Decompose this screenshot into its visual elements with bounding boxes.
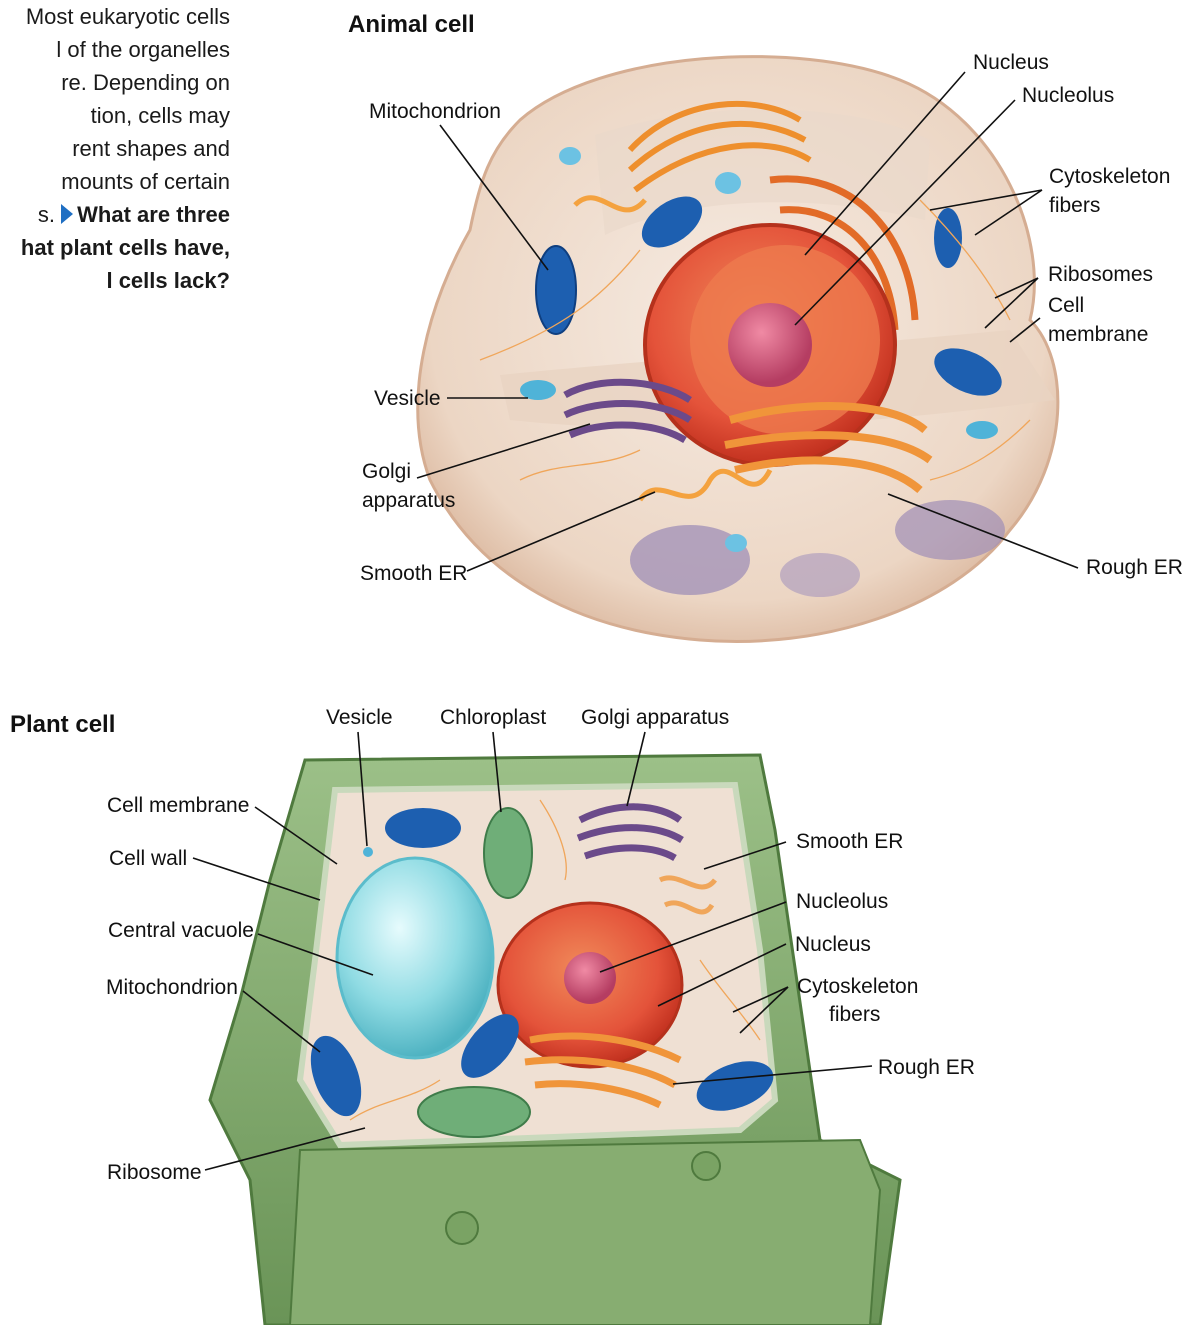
- plant-nucleolus: [564, 952, 616, 1004]
- animal-label-rough-er: Rough ER: [1086, 553, 1183, 582]
- plant-plasmodesma: [692, 1152, 720, 1180]
- animal-mitochondrion: [934, 208, 962, 268]
- plant-label-chloroplast: Chloroplast: [440, 703, 546, 732]
- animal-label-golgi-apparatus: apparatus: [362, 486, 455, 515]
- plant-vesicle: [385, 808, 461, 848]
- animal-lysosome: [895, 500, 1005, 560]
- plant-label-smooth-er: Smooth ER: [796, 827, 903, 856]
- animal-lysosome: [780, 553, 860, 597]
- plant-label-cytoskeleton-fibers: fibers: [829, 1000, 880, 1029]
- animal-label-nucleolus: Nucleolus: [1022, 81, 1114, 110]
- plant-label-cytoskeleton: Cytoskeleton: [797, 972, 918, 1001]
- animal-label-cell-membrane-2: membrane: [1048, 320, 1148, 349]
- plant-chloroplast: [418, 1087, 530, 1137]
- plant-label-mitochondrion: Mitochondrion: [106, 973, 238, 1002]
- plant-label-ribosome: Ribosome: [107, 1158, 202, 1187]
- animal-label-golgi: Golgi: [362, 457, 411, 486]
- animal-label-cell-membrane: Cell: [1048, 291, 1084, 320]
- animal-label-ribosomes: Ribosomes: [1048, 260, 1153, 289]
- animal-label-vesicle: Vesicle: [374, 384, 441, 413]
- animal-label-nucleus: Nucleus: [973, 48, 1049, 77]
- plant-central-vacuole: [337, 858, 493, 1058]
- animal-mitochondrion: [536, 246, 576, 334]
- animal-label-cytoskeleton: Cytoskeleton: [1049, 162, 1170, 191]
- animal-cell-illustration: [418, 57, 1058, 642]
- animal-vesicle: [520, 380, 556, 400]
- plant-label-cell-wall: Cell wall: [109, 844, 187, 873]
- plant-cell-wall-front: [290, 1140, 880, 1325]
- animal-vesicle: [715, 172, 741, 194]
- plant-label-vesicle: Vesicle: [326, 703, 393, 732]
- plant-plasmodesma: [446, 1212, 478, 1244]
- animal-label-cytoskeleton-fibers: fibers: [1049, 191, 1100, 220]
- plant-vesicle: [363, 847, 373, 857]
- plant-label-cell-membrane: Cell membrane: [107, 791, 249, 820]
- animal-vesicle: [725, 534, 747, 552]
- animal-label-smooth-er: Smooth ER: [360, 559, 467, 588]
- plant-chloroplast: [484, 808, 532, 898]
- plant-label-rough-er: Rough ER: [878, 1053, 975, 1082]
- animal-label-mitochondrion: Mitochondrion: [369, 97, 501, 126]
- plant-label-central-vacuole: Central vacuole: [108, 916, 254, 945]
- plant-label-nucleus: Nucleus: [795, 930, 871, 959]
- plant-label-nucleolus: Nucleolus: [796, 887, 888, 916]
- animal-vesicle: [966, 421, 998, 439]
- animal-vesicle: [559, 147, 581, 165]
- animal-nucleolus: [728, 303, 812, 387]
- plant-label-golgi-apparatus: Golgi apparatus: [581, 703, 729, 732]
